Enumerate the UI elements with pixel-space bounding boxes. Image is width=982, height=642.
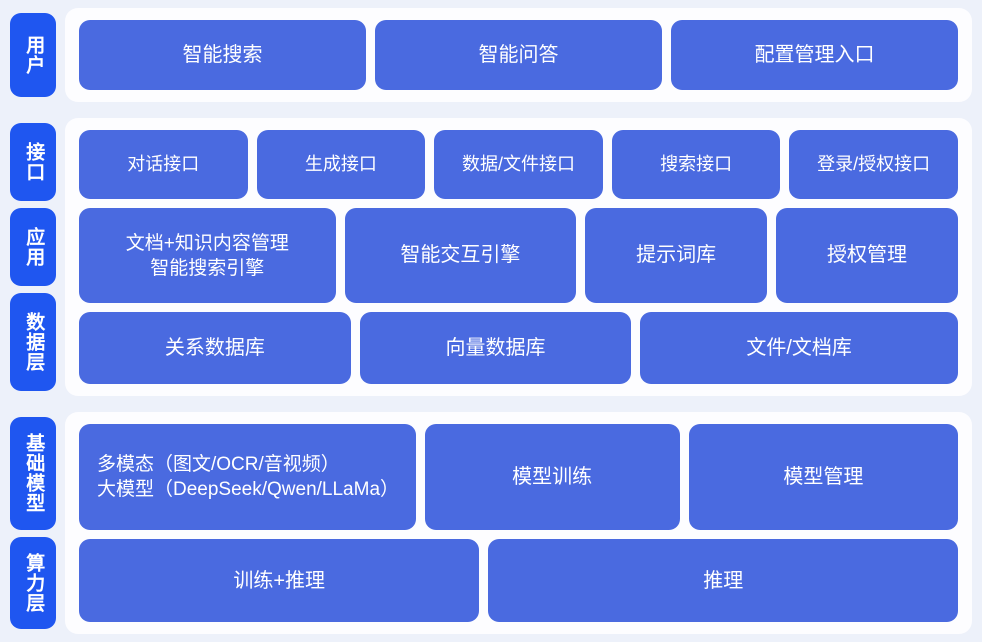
section-middle: 接口 应用 数据层 对话接口 生成接口 数据/文件接口 搜索接口 登录/授权接口… [10, 118, 972, 396]
row-compute: 训练+推理 推理 [79, 539, 958, 623]
rail-base: 基础模型 算力层 [10, 412, 56, 634]
section-user: 用户 智能搜索 智能问答 配置管理入口 [10, 8, 972, 102]
layer-label-data: 数据层 [10, 293, 56, 391]
node-inference[interactable]: 推理 [488, 539, 958, 623]
node-login-auth-api[interactable]: 登录/授权接口 [789, 130, 958, 199]
row-user: 智能搜索 智能问答 配置管理入口 [79, 20, 958, 90]
panel-middle: 对话接口 生成接口 数据/文件接口 搜索接口 登录/授权接口 文档+知识内容管理… [65, 118, 972, 396]
node-authorization-management[interactable]: 授权管理 [776, 207, 958, 304]
row-data: 关系数据库 向量数据库 文件/文档库 [79, 312, 958, 384]
layer-label-application: 应用 [10, 208, 56, 286]
row-application: 文档+知识内容管理 智能搜索引擎 智能交互引擎 提示词库 授权管理 [79, 207, 958, 304]
node-file-document-store[interactable]: 文件/文档库 [640, 312, 958, 384]
node-model-management[interactable]: 模型管理 [688, 424, 958, 531]
node-vector-database[interactable]: 向量数据库 [359, 312, 632, 384]
node-multimodal-large-model[interactable]: 多模态（图文/OCR/音视频） 大模型（DeepSeek/Qwen/LLaMa） [79, 424, 416, 531]
layer-label-foundation-model: 基础模型 [10, 417, 56, 530]
node-prompt-library[interactable]: 提示词库 [585, 207, 768, 304]
node-smart-interaction-engine[interactable]: 智能交互引擎 [344, 207, 577, 304]
layer-label-user: 用户 [10, 13, 56, 97]
node-document-knowledge-management[interactable]: 文档+知识内容管理 智能搜索引擎 [79, 207, 336, 304]
rail-user: 用户 [10, 8, 56, 102]
row-foundation-model: 多模态（图文/OCR/音视频） 大模型（DeepSeek/Qwen/LLaMa）… [79, 424, 958, 531]
node-data-file-api[interactable]: 数据/文件接口 [434, 130, 603, 199]
panel-base: 多模态（图文/OCR/音视频） 大模型（DeepSeek/Qwen/LLaMa）… [65, 412, 972, 634]
node-relational-database[interactable]: 关系数据库 [79, 312, 351, 384]
section-base: 基础模型 算力层 多模态（图文/OCR/音视频） 大模型（DeepSeek/Qw… [10, 412, 972, 634]
node-smart-search[interactable]: 智能搜索 [79, 20, 366, 90]
row-interface: 对话接口 生成接口 数据/文件接口 搜索接口 登录/授权接口 [79, 130, 958, 199]
node-search-api[interactable]: 搜索接口 [611, 130, 781, 199]
layer-label-compute: 算力层 [10, 536, 56, 629]
node-smart-qa[interactable]: 智能问答 [375, 20, 662, 90]
node-model-training[interactable]: 模型训练 [424, 424, 680, 531]
node-dialog-api[interactable]: 对话接口 [79, 130, 248, 199]
rail-middle: 接口 应用 数据层 [10, 118, 56, 396]
panel-user: 智能搜索 智能问答 配置管理入口 [65, 8, 972, 102]
node-training-plus-inference[interactable]: 训练+推理 [79, 539, 480, 623]
layer-label-interface: 接口 [10, 123, 56, 201]
node-generation-api[interactable]: 生成接口 [256, 130, 426, 199]
node-config-management-entry[interactable]: 配置管理入口 [671, 20, 958, 90]
